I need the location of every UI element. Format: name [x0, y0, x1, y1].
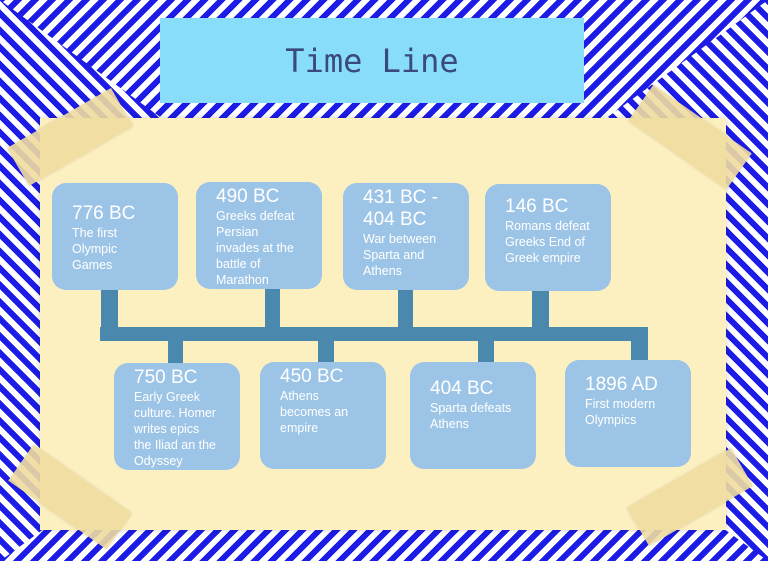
event-text: The first Olympic Games: [72, 226, 118, 272]
connector: [101, 290, 118, 340]
connector: [265, 288, 280, 340]
connector: [398, 288, 413, 340]
event-date: 750 BC: [134, 367, 198, 388]
event-text: Athens becomes an empire: [280, 389, 349, 435]
page-title: Time Line: [160, 18, 584, 103]
connector: [532, 290, 549, 340]
event-text: Romans defeat Greeks End of Greek empire: [505, 219, 590, 265]
event-text: Sparta defeats Athens: [430, 401, 512, 431]
connector: [318, 327, 334, 365]
connector: [478, 327, 494, 365]
event-date: 431 BC - 404 BC: [363, 187, 438, 230]
event-date: 146 BC: [505, 196, 569, 217]
event-text: Greeks defeat Persian invades at the bat…: [216, 209, 295, 287]
event-date: 776 BC: [72, 203, 136, 224]
connector: [631, 327, 648, 363]
event-date: 404 BC: [430, 378, 494, 399]
event-text: Early Greek culture. Homer writes epics …: [134, 390, 217, 468]
event-date: 450 BC: [280, 366, 344, 387]
event-date: 490 BC: [216, 186, 280, 207]
event-text: First modern Olympics: [585, 397, 656, 427]
event-text: War between Sparta and Athens: [363, 232, 437, 278]
connector: [168, 327, 183, 365]
event-date: 1896 AD: [585, 374, 658, 395]
timeline-axis: [100, 327, 648, 341]
